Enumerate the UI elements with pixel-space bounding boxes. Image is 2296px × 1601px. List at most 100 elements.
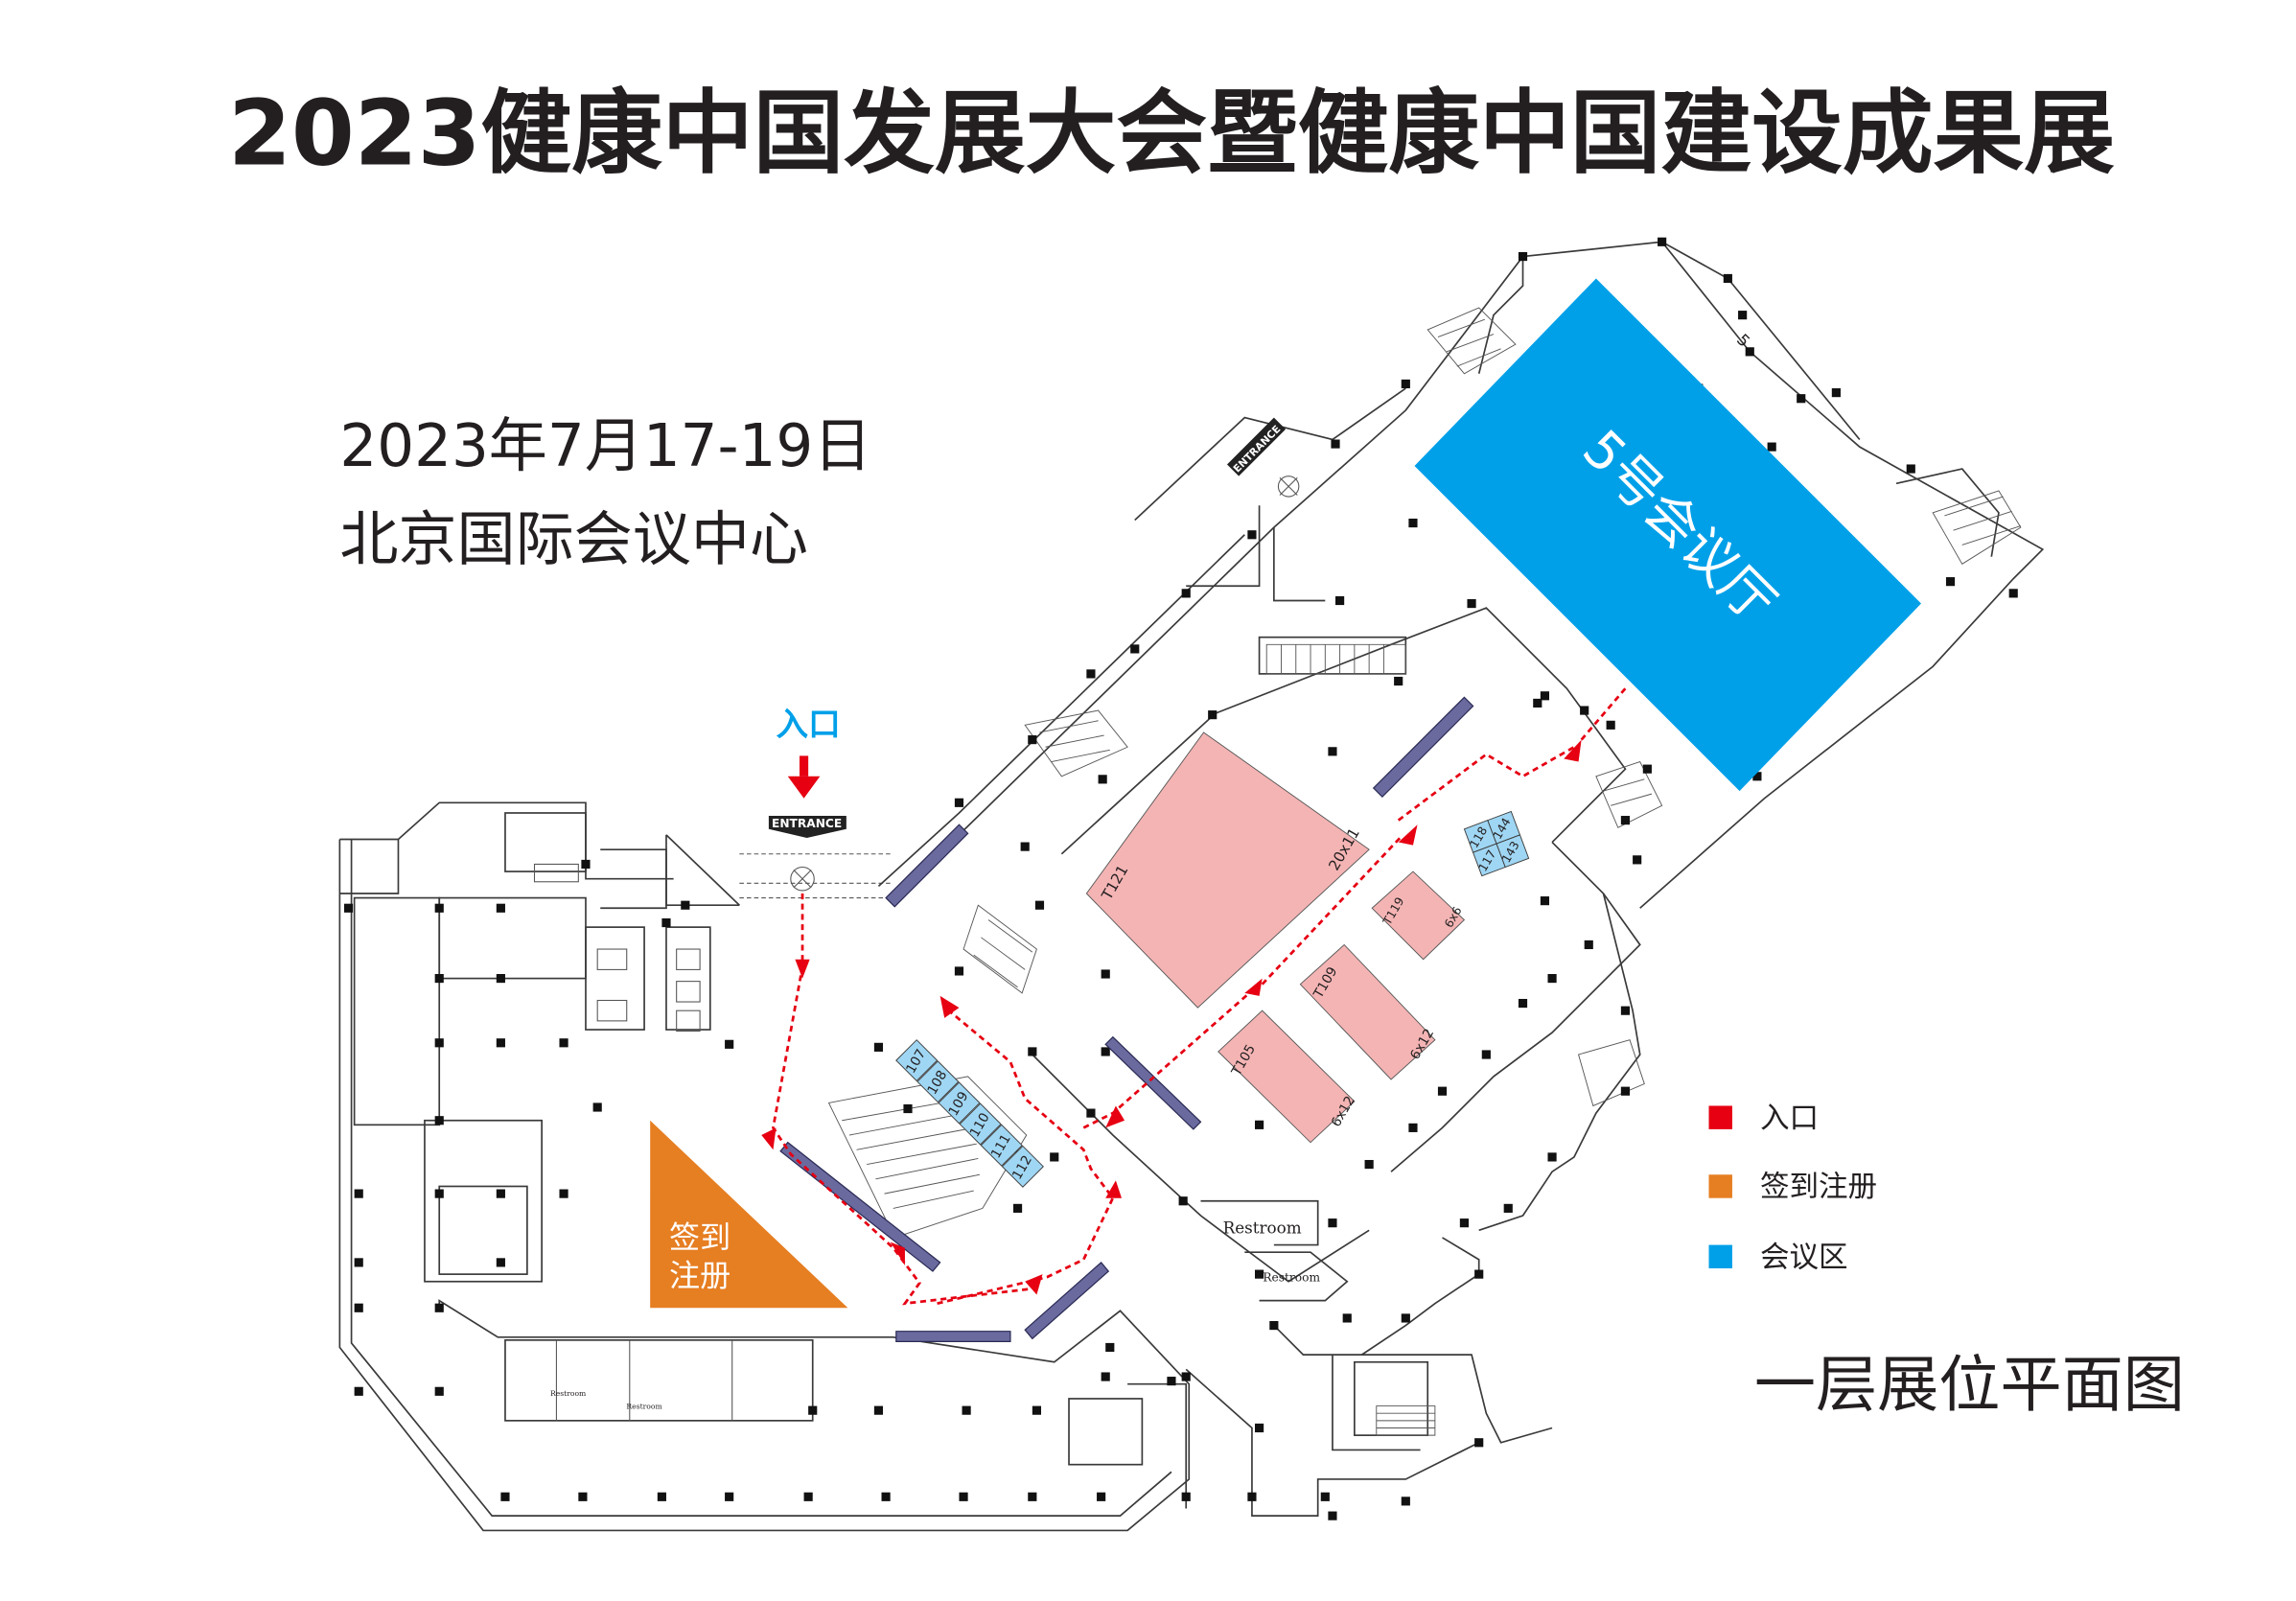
meeting-room: 107 [895,1039,939,1082]
column [1255,1269,1264,1279]
column [578,1492,588,1501]
column [1364,1159,1374,1170]
column [1752,772,1762,781]
column [581,859,591,870]
column [434,1189,444,1198]
column [496,1038,505,1048]
column [1028,1047,1037,1056]
column [1723,273,1732,284]
column [903,1103,913,1114]
column [1540,896,1550,906]
column [1642,764,1652,774]
column [434,1116,444,1125]
column [354,1303,363,1312]
event-date: 2023年7月17-19日 [339,412,871,480]
column [803,1492,813,1501]
column [1738,311,1748,320]
column [1247,530,1257,540]
column [1320,1492,1330,1501]
plan-caption: 一层展位平面图 [1754,1350,2185,1422]
column [496,973,505,984]
registration-label-line2: 注册 [669,1257,731,1293]
restroom-labels: Restroom Restroom Restroom Restroom [550,1218,1320,1410]
page-title: 2023健康中国发展大会暨健康中国建设成果展 [228,81,2115,186]
column [1620,1086,1631,1096]
column [954,966,964,976]
column [1086,1108,1096,1118]
column [1105,1342,1115,1353]
column [354,1258,363,1267]
entrance-sign: ENTRANCE [768,816,847,838]
booth-t105: T105 6x12 [1218,1009,1358,1144]
column [1181,1372,1191,1381]
column [1181,1492,1191,1501]
meeting-room: 109 [938,1081,981,1125]
column [2008,589,2018,598]
column [1086,669,1096,679]
column [1328,747,1337,756]
column [661,917,671,928]
legend-swatch-registration [1708,1174,1732,1198]
meeting-room: 111 [980,1124,1023,1167]
column [434,903,444,913]
column [1945,577,1956,587]
legend: 入口 签到注册 会议区 [1708,1102,1877,1274]
column [1335,595,1345,606]
column [1831,388,1841,398]
column [1474,1269,1484,1279]
column [434,973,444,984]
column [1437,1086,1448,1096]
meeting-room: 143 [1496,834,1530,869]
column [1028,1492,1037,1501]
barriers [779,696,1474,1342]
building-walls [338,241,2045,1532]
booth-t119: T119 6x6 [1371,870,1466,961]
restroom-label: Restroom [626,1403,662,1411]
booth-t109: T109 6x12 [1299,943,1437,1080]
column [1328,1511,1337,1520]
column [343,903,354,913]
column [559,1189,568,1198]
meeting-room: 112 [1001,1145,1044,1188]
registration-label-line1: 签到 [669,1219,731,1256]
booths: T121 20x11 T119 6x6 T109 6x12 T105 6x12 [1085,731,1466,1144]
north-entrance-sign-text: ENTRANCE [1231,423,1284,476]
column [1906,464,1915,474]
legend-item-entrance: 入口 [1708,1102,1819,1135]
column [559,1038,568,1048]
column [1467,598,1476,609]
column [1474,1438,1484,1448]
column [354,1386,363,1396]
column [1167,1377,1176,1386]
meeting-room: 144 [1487,810,1521,845]
column [496,1189,505,1198]
restroom-label: Restroom [1263,1271,1320,1285]
column [1547,1152,1557,1162]
legend-item-registration: 签到注册 [1708,1171,1877,1204]
column [1503,1203,1513,1213]
meeting-room: 117 [1472,843,1506,877]
column [1050,1152,1059,1162]
column [808,1405,818,1415]
column [434,1303,444,1312]
column [681,900,690,910]
column [1633,855,1642,865]
column [873,1405,884,1415]
column [1130,644,1140,654]
column [1767,442,1776,452]
column [1181,589,1191,598]
legend-swatch-entrance [1708,1105,1732,1129]
column [1620,816,1631,825]
column [434,1386,444,1396]
column [434,1038,444,1048]
column [1178,1196,1188,1206]
column [1459,1218,1470,1228]
meeting-room: 118 [1463,820,1497,853]
event-venue: 北京国际会议中心 [339,506,808,574]
legend-item-meeting: 会议区 [1708,1241,1848,1274]
column [1401,1497,1410,1506]
column [725,1492,734,1501]
column [1606,720,1615,730]
column [1028,735,1037,745]
